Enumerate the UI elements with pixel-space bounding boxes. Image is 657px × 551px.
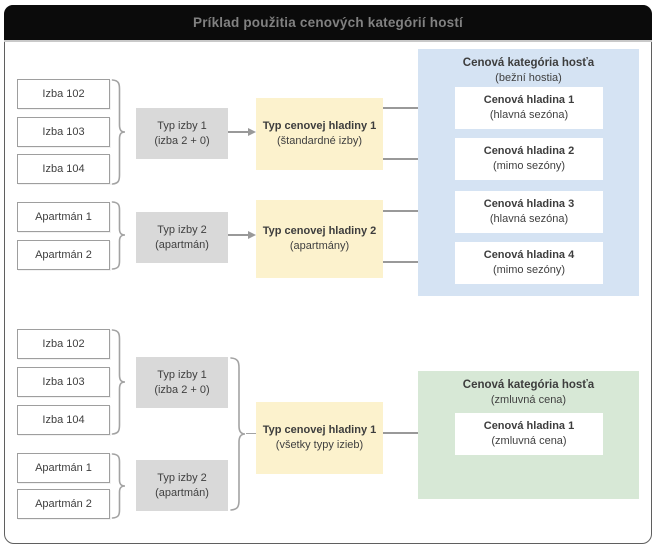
- room-box: Izba 104: [17, 405, 110, 435]
- guest-category-container: Cenová kategória hosťa (zmluvná cena) Ce…: [418, 371, 639, 499]
- room-type-box: Typ izby 1 (izba 2 + 0): [136, 357, 228, 408]
- guest-category-title: Cenová kategória hosťa (zmluvná cena): [418, 378, 639, 408]
- room-box: Izba 102: [17, 79, 110, 109]
- price-level-box: Cenová hladina 4 (mimo sezóny): [455, 242, 603, 284]
- title-bar: Príklad použitia cenových kategórií host…: [4, 5, 652, 42]
- room-label: Izba 104: [42, 163, 85, 175]
- room-type-detail: (apartmán): [155, 238, 209, 251]
- price-level-type-name: Typ cenovej hladiny 1: [262, 424, 377, 436]
- price-level-type-box: Typ cenovej hladiny 1 (všetky typy izieb…: [256, 402, 383, 474]
- price-level-name: Cenová hladina 3: [483, 198, 575, 210]
- guest-category-subtitle: (zmluvná cena): [490, 394, 567, 406]
- price-level-type-box: Typ cenovej hladiny 1 (štandardné izby): [256, 98, 383, 170]
- arrow-connector: [228, 128, 256, 136]
- price-level-type-name: Typ cenovej hladiny 2: [262, 225, 377, 237]
- room-label: Apartmán 2: [35, 249, 92, 261]
- brace-connector: [230, 357, 246, 511]
- room-type-detail: (izba 2 + 0): [154, 383, 210, 396]
- brace-connector: [111, 329, 126, 435]
- price-level-box: Cenová hladina 3 (hlavná sezóna): [455, 191, 603, 233]
- page-title: Príklad použitia cenových kategórií host…: [192, 15, 463, 30]
- price-level-type-detail: (štandardné izby): [277, 135, 362, 147]
- price-level-detail: (zmluvná cena): [491, 435, 567, 447]
- room-type-name: Typ izby 1: [157, 368, 207, 381]
- price-level-detail: (mimo sezóny): [492, 160, 566, 172]
- price-level-detail: (hlavná sezóna): [489, 213, 569, 225]
- price-level-name: Cenová hladina 4: [483, 249, 575, 261]
- guest-category-subtitle: (bežní hostia): [495, 72, 562, 84]
- price-level-type-detail: (apartmány): [289, 240, 350, 252]
- room-type-detail: (izba 2 + 0): [154, 134, 210, 147]
- room-label: Apartmán 1: [35, 462, 92, 474]
- room-type-name: Typ izby 1: [157, 119, 207, 132]
- guest-category-name: Cenová kategória hosťa: [462, 379, 595, 391]
- room-label: Izba 104: [42, 414, 85, 426]
- room-box: Izba 103: [17, 367, 110, 397]
- arrow-connector: [228, 231, 256, 239]
- room-label: Apartmán 1: [35, 211, 92, 223]
- room-type-box: Typ izby 2 (apartmán): [136, 212, 228, 263]
- guest-category-title: Cenová kategória hosťa (bežní hostia): [418, 56, 639, 86]
- price-level-detail: (hlavná sezóna): [489, 109, 569, 121]
- room-box: Apartmán 1: [17, 202, 110, 232]
- room-label: Izba 102: [42, 88, 85, 100]
- room-box: Izba 103: [17, 117, 110, 147]
- guest-category-name: Cenová kategória hosťa: [462, 57, 595, 69]
- guest-category-container: Cenová kategória hosťa (bežní hostia) Ce…: [418, 49, 639, 296]
- room-box: Izba 102: [17, 329, 110, 359]
- price-level-box: Cenová hladina 2 (mimo sezóny): [455, 138, 603, 180]
- price-level-type-box: Typ cenovej hladiny 2 (apartmány): [256, 200, 383, 278]
- room-type-box: Typ izby 2 (apartmán): [136, 460, 228, 511]
- room-label: Izba 103: [42, 126, 85, 138]
- room-box: Apartmán 2: [17, 240, 110, 270]
- brace-connector: [111, 79, 126, 185]
- price-level-detail: (mimo sezóny): [492, 264, 566, 276]
- price-level-box: Cenová hladina 1 (zmluvná cena): [455, 413, 603, 455]
- room-type-name: Typ izby 2: [157, 223, 207, 236]
- line-connector: [246, 433, 256, 434]
- room-box: Apartmán 2: [17, 489, 110, 519]
- price-level-name: Cenová hladina 1: [483, 94, 575, 106]
- room-box: Izba 104: [17, 154, 110, 184]
- price-level-name: Cenová hladina 1: [483, 420, 575, 432]
- price-level-box: Cenová hladina 1 (hlavná sezóna): [455, 87, 603, 129]
- price-level-type-detail: (všetky typy izieb): [275, 439, 364, 451]
- room-type-name: Typ izby 2: [157, 471, 207, 484]
- room-label: Apartmán 2: [35, 498, 92, 510]
- room-label: Izba 102: [42, 338, 85, 350]
- brace-connector: [111, 201, 126, 270]
- room-label: Izba 103: [42, 376, 85, 388]
- room-type-detail: (apartmán): [155, 486, 209, 499]
- price-level-name: Cenová hladina 2: [483, 145, 575, 157]
- room-type-box: Typ izby 1 (izba 2 + 0): [136, 108, 228, 159]
- brace-connector: [111, 453, 126, 519]
- room-box: Apartmán 1: [17, 453, 110, 483]
- price-level-type-name: Typ cenovej hladiny 1: [262, 120, 377, 132]
